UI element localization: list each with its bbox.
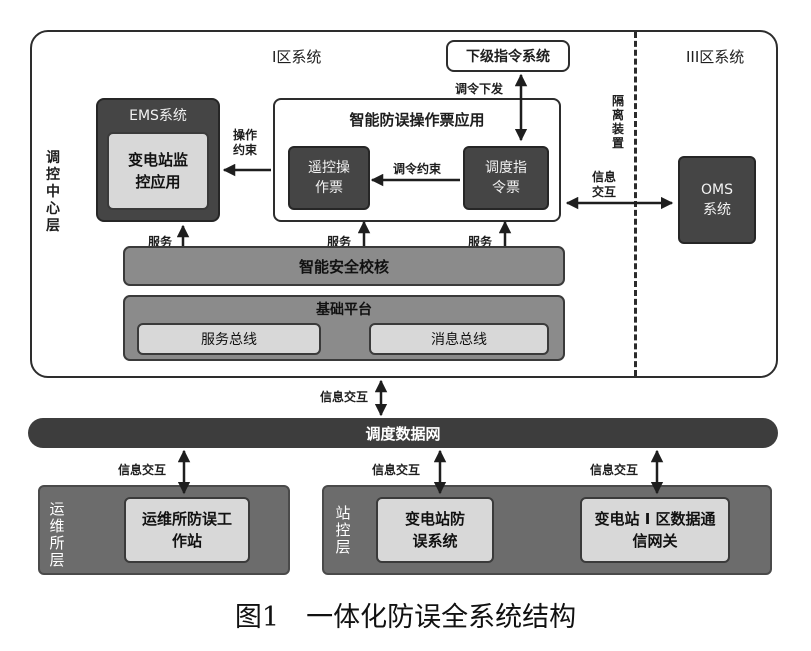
oms-system-box: OMS系统 — [678, 156, 756, 244]
ems-monitoring-app: 变电站监控应用 — [107, 132, 209, 210]
dispatch-data-network-bar: 调度数据网 — [28, 418, 778, 448]
lower-command-label: 下级指令系统 — [466, 49, 550, 65]
dispatch-ticket-label: 调度指令票 — [485, 160, 527, 196]
station-info-exchange-label: 信息交互 — [372, 463, 421, 477]
figure-caption-text: 图1 一体化防误全系统结构 — [234, 601, 577, 633]
remote-ticket-box: 遥控操作票 — [288, 146, 370, 210]
ops-station-label: 运维所防误工作站 — [141, 510, 232, 550]
station-layer-label: 站控层 — [335, 504, 351, 556]
base-platform-box: 基础平台 服务总线 消息总线 — [123, 295, 565, 361]
lower-command-box: 下级指令系统 — [446, 40, 570, 72]
ems-title: EMS系统 — [129, 108, 187, 124]
zone3-title: III区系统 — [686, 48, 745, 66]
figure-caption: 图1 一体化防误全系统结构 — [0, 594, 811, 634]
ops-info-exchange-label: 信息交互 — [118, 463, 167, 477]
service-label-dispatch: 服务 — [468, 235, 493, 249]
smart-safety-check-label: 智能安全校核 — [298, 257, 389, 276]
ops-layer-panel: 运维所层 运维所防误工作站 — [38, 485, 290, 575]
oms-info-exchange-label: 信息交互 — [590, 170, 618, 200]
message-bus-box: 消息总线 — [369, 323, 549, 355]
dispatch-center-label: 调控中心层 — [46, 150, 60, 234]
service-bus-label: 服务总线 — [201, 332, 257, 348]
gateway-box: 变电站 I 区数据通信网关 — [580, 497, 730, 563]
gateway-info-exchange-label: 信息交互 — [590, 463, 639, 477]
dispatch-ticket-box: 调度指令票 — [463, 146, 549, 210]
ops-layer-label: 运维所层 — [49, 500, 65, 569]
op-constraint-label: 操作约束 — [230, 128, 260, 158]
smart-ticket-title: 智能防误操作票应用 — [349, 110, 485, 129]
gateway-label: 变电站 I 区数据通信网关 — [594, 510, 716, 550]
oms-info-exchange-text: 信息交互 — [591, 170, 616, 199]
station-layer-panel: 站控层 变电站防误系统 变电站 I 区数据通信网关 — [322, 485, 772, 575]
dispatch-data-network-label: 调度数据网 — [365, 424, 441, 443]
service-label-ems: 服务 — [148, 235, 173, 249]
remote-ticket-label: 遥控操作票 — [308, 160, 350, 196]
service-bus-box: 服务总线 — [137, 323, 321, 355]
ems-monitoring-app-label: 变电站监控应用 — [127, 151, 188, 191]
zone1-title: I区系统 — [272, 48, 322, 66]
oms-label: OMS系统 — [701, 182, 733, 218]
substation-system-label: 变电站防误系统 — [404, 510, 465, 550]
isolation-label: 隔离装置 — [611, 94, 624, 150]
ems-system-box: EMS系统 变电站监控应用 — [96, 98, 220, 222]
smart-ticket-app-box: 智能防误操作票应用 遥控操作票 调令约束 调度指令票 — [273, 98, 561, 222]
base-platform-title: 基础平台 — [316, 302, 372, 318]
smart-safety-check-bar: 智能安全校核 — [123, 246, 565, 286]
substation-system-box: 变电站防误系统 — [376, 497, 494, 563]
op-constraint-text: 操作约束 — [232, 128, 257, 157]
message-bus-label: 消息总线 — [431, 332, 487, 348]
command-constraint-label: 调令约束 — [393, 162, 442, 176]
service-label-remote: 服务 — [327, 235, 352, 249]
command-issue-label: 调令下发 — [455, 82, 504, 96]
network-info-exchange-label: 信息交互 — [320, 390, 369, 404]
ops-station-box: 运维所防误工作站 — [124, 497, 250, 563]
